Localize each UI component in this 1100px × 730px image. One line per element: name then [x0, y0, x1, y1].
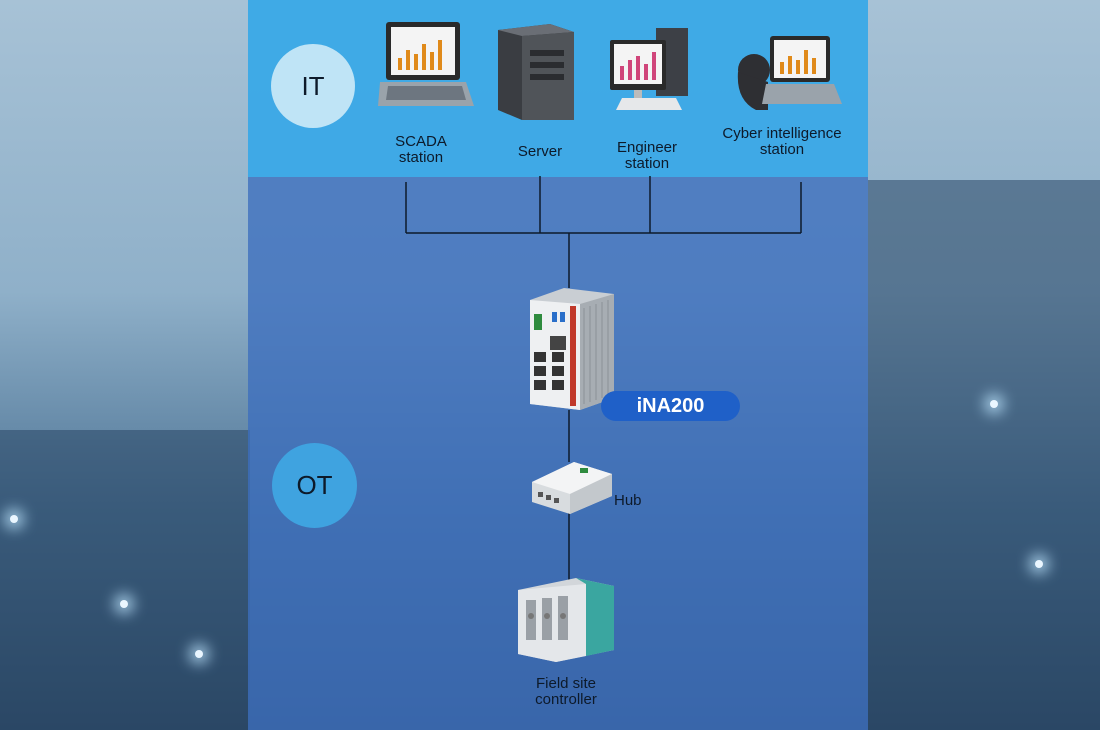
plant-light [120, 600, 128, 608]
scada-station-label: SCADA station [376, 134, 466, 166]
plant-light [990, 400, 998, 408]
hub-label: Hub [614, 492, 642, 509]
cyber-intelligence-station-label: Cyber intelligence station [702, 126, 862, 158]
plant-light [10, 515, 18, 523]
it-zone-label: IT [301, 70, 325, 101]
ot-zone-badge: OT [272, 443, 357, 528]
cyber-station-label-line2: station [759, 141, 805, 158]
ina200-label: iNA200 [636, 394, 705, 417]
engineer-station-label: Engineer station [602, 140, 692, 172]
server-label-line1: Server [517, 143, 563, 160]
hub-icon [532, 462, 612, 514]
ot-zone-label: OT [296, 470, 333, 500]
plant-structure-left [0, 430, 250, 730]
controller-label-line2: controller [535, 691, 597, 708]
server-label: Server [495, 144, 585, 160]
plant-light [1035, 560, 1043, 568]
scada-station-label-line2: station [398, 149, 444, 166]
scada-station-label-line1: SCADA [395, 133, 447, 150]
cyber-intelligence-station-icon [737, 36, 842, 110]
cyber-station-label-line1: Cyber intelligence [722, 125, 842, 142]
scada-laptop-icon [378, 22, 474, 106]
engineer-station-label-line2: station [624, 155, 670, 172]
field-site-controller-label: Field site controller [516, 676, 616, 708]
server-tower-icon [498, 24, 574, 120]
ina200-badge: iNA200 [601, 391, 740, 421]
it-zone-badge: IT [271, 44, 355, 128]
field-site-controller-icon [518, 578, 614, 662]
engineer-station-label-line1: Engineer [616, 139, 678, 156]
engineer-workstation-icon [610, 28, 688, 110]
ina200-appliance-icon [530, 288, 614, 410]
controller-label-line1: Field site [535, 675, 597, 692]
plant-structure-right [868, 180, 1100, 730]
plant-light [195, 650, 203, 658]
